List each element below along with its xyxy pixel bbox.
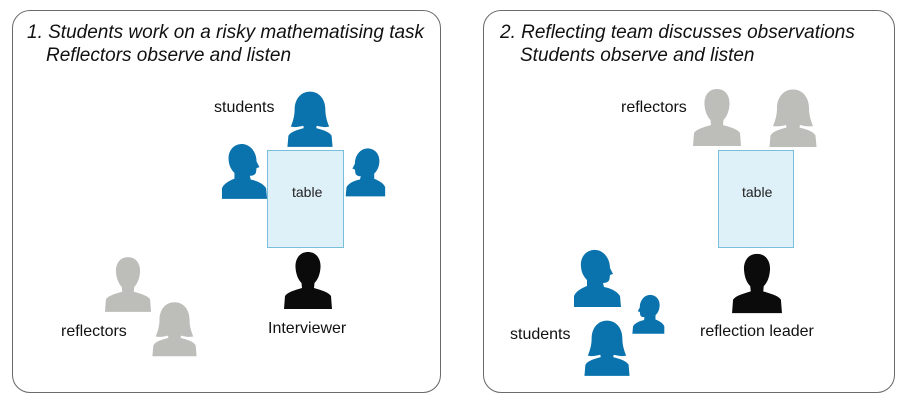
panel2-students-label: students [510, 326, 571, 343]
table-box [267, 150, 344, 248]
student-icon [631, 286, 665, 342]
reflector-icon [104, 250, 152, 318]
reflection-leader-icon [731, 250, 783, 316]
panel1-reflectors-label: reflectors [61, 323, 127, 340]
reflection-leader-label: reflection leader [700, 323, 814, 340]
panel1-table-label: table [292, 184, 323, 200]
panel2-table-label: table [742, 184, 773, 200]
panel2-reflectors-label: reflectors [621, 99, 687, 116]
panel2-title-line1: 2. Reflecting team discusses observation… [500, 22, 855, 43]
student-icon [583, 316, 631, 380]
panel2-title-line2: Students observe and listen [520, 45, 755, 66]
student-icon [286, 86, 334, 152]
reflector-icon [768, 85, 818, 151]
panel-students-work [12, 10, 441, 393]
panel1-students-label: students [214, 99, 275, 116]
panel-reflecting-team [483, 10, 895, 393]
student-icon [344, 142, 386, 202]
panel1-title-line2: Reflectors observe and listen [46, 45, 292, 66]
panel1-title-line1: 1. Students work on a risky mathematisin… [27, 22, 425, 43]
interviewer-icon [283, 248, 333, 312]
reflector-icon [151, 296, 198, 362]
reflector-icon [692, 83, 742, 151]
student-icon [221, 139, 269, 203]
table-box [718, 150, 794, 248]
student-icon [573, 246, 623, 310]
interviewer-label: Interviewer [268, 320, 347, 337]
